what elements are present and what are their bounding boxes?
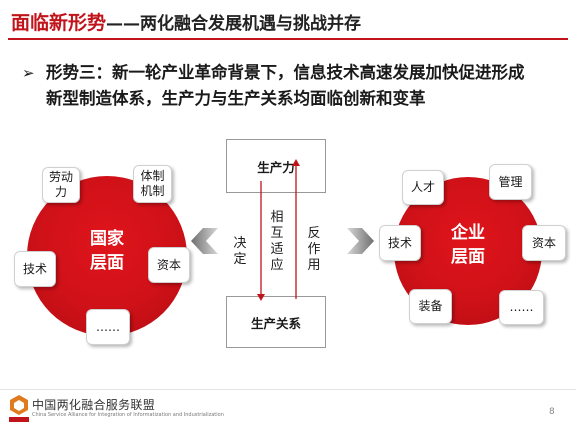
org-name: 中国两化融合服务联盟 xyxy=(32,398,156,412)
national-level-label: 国家 层面 xyxy=(90,229,124,273)
decide-label: 决定 xyxy=(233,236,247,267)
enterprise-item-tech: 技术 xyxy=(379,225,421,261)
mutual-adaptation-label: 相互适应 xyxy=(270,210,284,273)
national-item-labor: 劳动力 xyxy=(42,167,80,203)
left-chevron-icon xyxy=(191,226,219,256)
right-chevron-icon xyxy=(346,226,374,256)
org-name-english: China Service Alliance for Integration o… xyxy=(32,412,224,418)
national-item-tech: 技术 xyxy=(14,251,56,287)
enterprise-item-management: 管理 xyxy=(489,164,532,200)
national-item-system: 体制机制 xyxy=(133,165,172,203)
title-subtitle: ——两化融合发展机遇与挑战并存 xyxy=(106,14,362,34)
productive-forces-box: 生产力 xyxy=(226,139,326,193)
bullet-text: 形势三：新一轮产业革命背景下，信息技术高速发展加快促进形成 新型制造体系，生产力… xyxy=(46,60,566,112)
bullet-text-line-1: 形势三：新一轮产业革命背景下，信息技术高速发展加快促进形成 xyxy=(46,63,525,82)
enterprise-item-equipment: 装备 xyxy=(409,289,452,324)
bullet-text-line-2: 新型制造体系，生产力与生产关系均面临创新和变革 xyxy=(46,89,426,108)
alliance-logo xyxy=(8,394,30,428)
footer-divider xyxy=(0,389,576,390)
counteract-label: 反作用 xyxy=(307,226,321,273)
enterprise-item-talent: 人才 xyxy=(402,170,444,205)
enterprise-item-capital: 资本 xyxy=(522,225,566,261)
arrows-layer xyxy=(257,159,300,301)
title-underline xyxy=(8,38,568,40)
arrow-bullet-icon: ➢ xyxy=(22,64,35,82)
enterprise-item-more: …… xyxy=(499,290,544,325)
enterprise-level-label: 企业 层面 xyxy=(451,223,485,267)
production-relations-box: 生产关系 xyxy=(226,296,326,348)
national-item-capital: 资本 xyxy=(148,247,190,283)
national-item-more: …… xyxy=(86,309,130,345)
page-number: 8 xyxy=(549,407,555,417)
title-main: 面临新形势 xyxy=(11,12,107,34)
slide-title: 面临新形势 ——两化融合发展机遇与挑战并存 xyxy=(11,8,361,34)
